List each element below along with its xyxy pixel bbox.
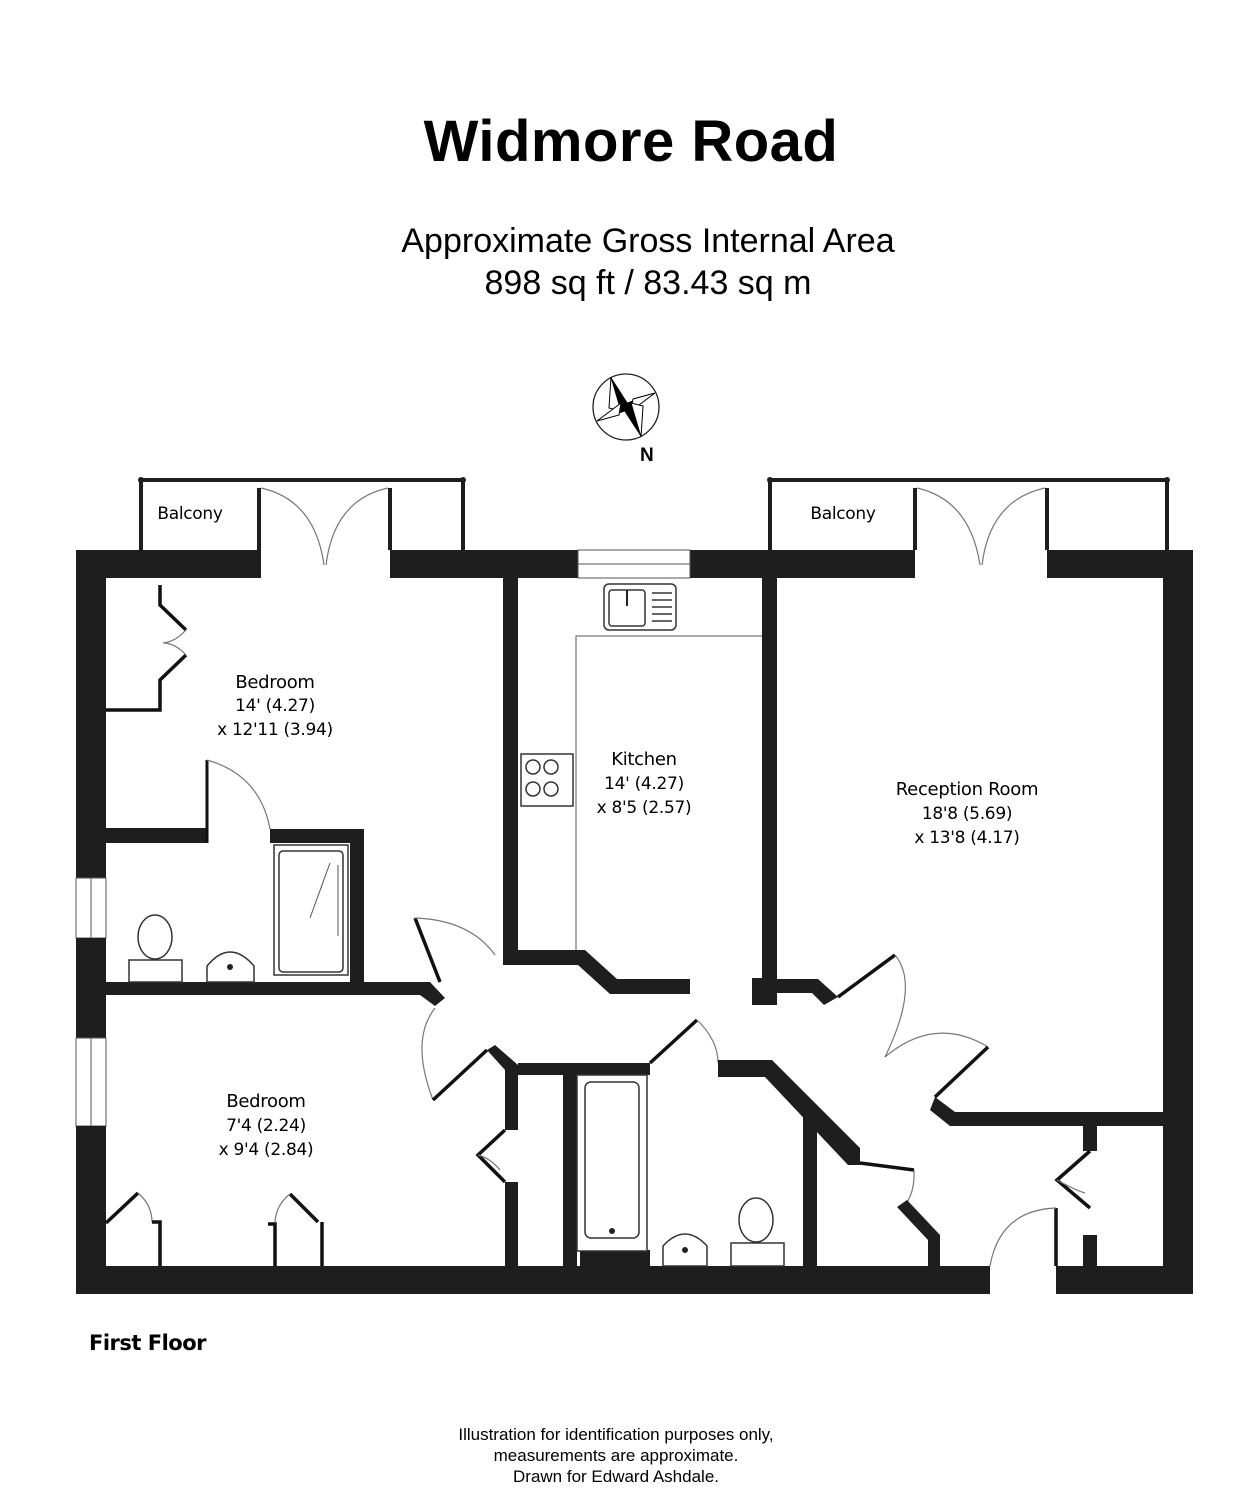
- room-label-kitchen: Kitchen 14' (4.27) x 8'5 (2.57): [597, 749, 692, 818]
- disclaimer: Illustration for identification purposes…: [0, 1424, 1232, 1487]
- bathroom-toilet: [730, 1197, 785, 1267]
- page-title: Widmore Road: [423, 109, 839, 174]
- bathroom-basin: [662, 1233, 708, 1267]
- svg-text:Balcony: Balcony: [157, 504, 223, 524]
- kitchen-hob: [520, 753, 574, 807]
- exterior-walls: [75, 549, 1193, 1294]
- north-label: N: [640, 445, 654, 466]
- room-label-bedroom-1: Bedroom 14' (4.27) x 12'11 (3.94): [217, 672, 333, 740]
- svg-text:x 12'11 (3.94): x 12'11 (3.94): [217, 720, 333, 740]
- balcony-right-outline: [767, 477, 1170, 550]
- svg-text:Bedroom: Bedroom: [235, 672, 314, 693]
- svg-text:x 13'8 (4.17): x 13'8 (4.17): [914, 828, 1019, 848]
- area-value: 898 sq ft / 83.43 sq m: [484, 264, 812, 302]
- balcony-left-outline: [138, 477, 466, 550]
- french-door-left-arc: [260, 487, 389, 566]
- area-summary: Approximate Gross Internal Area 898 sq f…: [0, 220, 1250, 304]
- svg-text:Balcony: Balcony: [810, 504, 876, 524]
- kitchen-counter: [575, 635, 762, 950]
- disclaimer-line-3: Drawn for Edward Ashdale.: [513, 1467, 719, 1486]
- bathtub: [576, 1074, 648, 1252]
- svg-text:14' (4.27): 14' (4.27): [235, 696, 315, 716]
- ensuite-toilet: [128, 914, 183, 983]
- room-label-balcony-left: Balcony: [157, 504, 223, 524]
- interior-walls: [104, 578, 1163, 1267]
- shower-tray: [273, 844, 349, 976]
- kitchen-sink: [603, 583, 677, 631]
- svg-text:x 9'4 (2.84): x 9'4 (2.84): [219, 1140, 314, 1160]
- room-label-reception: Reception Room 18'8 (5.69) x 13'8 (4.17): [896, 779, 1039, 848]
- svg-text:18'8 (5.69): 18'8 (5.69): [922, 804, 1012, 824]
- disclaimer-line-2: measurements are approximate.: [493, 1446, 739, 1465]
- svg-text:Kitchen: Kitchen: [611, 749, 677, 770]
- disclaimer-line-1: Illustration for identification purposes…: [458, 1425, 774, 1444]
- svg-text:x 8'5 (2.57): x 8'5 (2.57): [597, 798, 692, 818]
- svg-text:Reception Room: Reception Room: [896, 779, 1038, 800]
- compass-rose-icon: [592, 373, 660, 441]
- room-label-balcony-right: Balcony: [810, 504, 876, 524]
- ensuite-basin: [206, 951, 255, 983]
- area-label: Approximate Gross Internal Area: [401, 222, 895, 260]
- room-label-bedroom-2: Bedroom 7'4 (2.24) x 9'4 (2.84): [219, 1091, 314, 1160]
- french-door-right-arc: [916, 487, 1046, 566]
- svg-text:Bedroom: Bedroom: [226, 1091, 305, 1112]
- svg-text:7'4 (2.24): 7'4 (2.24): [226, 1116, 306, 1136]
- floor-label: First Floor: [89, 1331, 207, 1355]
- svg-text:14' (4.27): 14' (4.27): [604, 774, 684, 794]
